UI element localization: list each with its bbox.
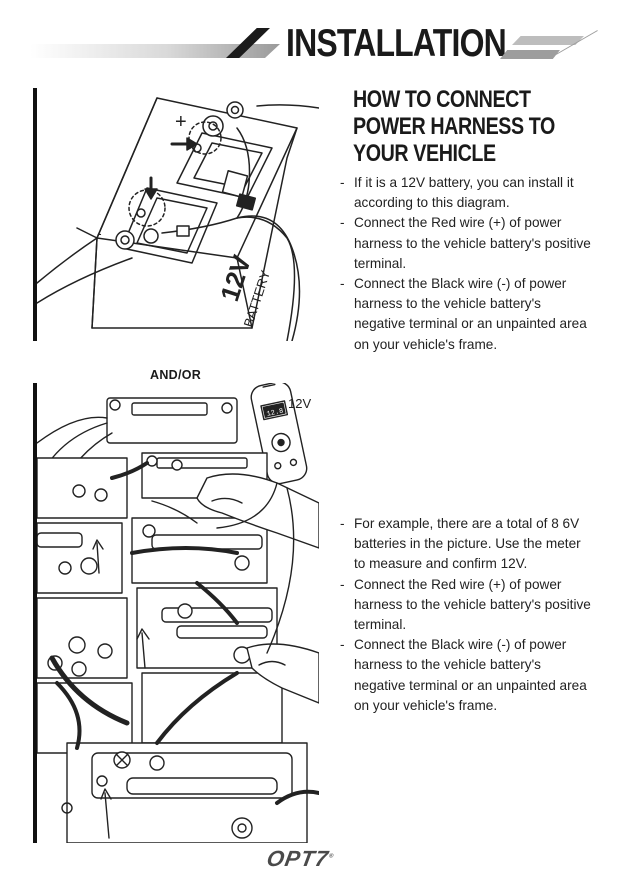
figure1-left-border	[33, 88, 37, 341]
meter-reading: 12.8	[266, 407, 284, 418]
list-item: Connect the Black wire (-) of power harn…	[340, 635, 595, 716]
plus-mark: +	[175, 111, 187, 133]
list-item: Connect the Red wire (+) of power harnes…	[340, 213, 595, 274]
registered-mark: ®	[328, 853, 335, 860]
list-item: Connect the Black wire (-) of power harn…	[340, 274, 595, 355]
list-item: If it is a 12V battery, you can install …	[340, 173, 595, 213]
minus-mark: -	[97, 225, 102, 241]
figure-12v-battery: + - 12V BATTERY	[37, 88, 319, 341]
meter-12v-label: 12V	[288, 396, 311, 411]
instructions-12v-list: If it is a 12V battery, you can install …	[340, 173, 595, 355]
figure-6v-battery-bank: 12.8 12V	[37, 383, 319, 843]
instructions-6v-list: For example, there are a total of 8 6V b…	[340, 514, 595, 716]
section-title-line-3: YOUR VEHICLE	[353, 140, 496, 167]
brand-logo-text: OPT7	[264, 846, 331, 871]
header-accent-bar-bottom	[500, 50, 560, 59]
figure2-left-border	[33, 383, 37, 843]
header-accent-bar-top	[512, 36, 584, 45]
brand-logo: OPT7®	[265, 846, 336, 872]
section-title: HOW TO CONNECT POWER HARNESS TO YOUR VEH…	[353, 86, 558, 167]
header-gradient-bar	[30, 44, 280, 58]
section-title-line-1: HOW TO CONNECT	[353, 86, 531, 113]
and-or-separator: AND/OR	[150, 368, 202, 382]
section-title-line-2: POWER HARNESS TO	[353, 113, 555, 140]
list-item: Connect the Red wire (+) of power harnes…	[340, 575, 595, 636]
list-item: For example, there are a total of 8 6V b…	[340, 514, 595, 575]
page-title: INSTALLATION	[286, 22, 507, 65]
